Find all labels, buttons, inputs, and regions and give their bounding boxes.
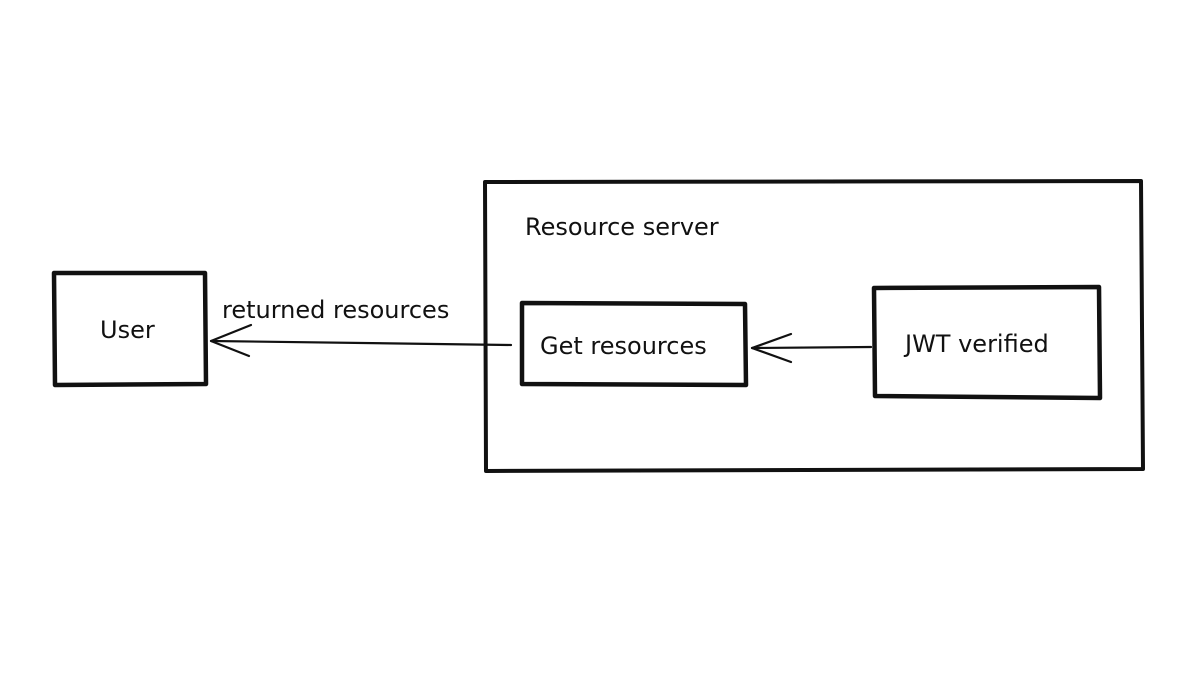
jwt-to-get-resources-arrow <box>750 332 873 364</box>
returned-resources-edge-label: returned resources <box>222 296 449 324</box>
resource-server-title: Resource server <box>525 213 719 241</box>
resource-server-container: Resource server <box>483 179 1145 473</box>
user-node-label: User <box>100 316 155 344</box>
user-node: User <box>51 270 209 388</box>
get-resources-to-user-arrow: returned resources <box>209 296 513 358</box>
jwt-verified-node-label: JWT verified <box>903 330 1049 358</box>
get-resources-node: Get resources <box>519 300 749 388</box>
get-resources-node-label: Get resources <box>540 332 707 360</box>
jwt-verified-node: JWT verified <box>871 284 1103 401</box>
